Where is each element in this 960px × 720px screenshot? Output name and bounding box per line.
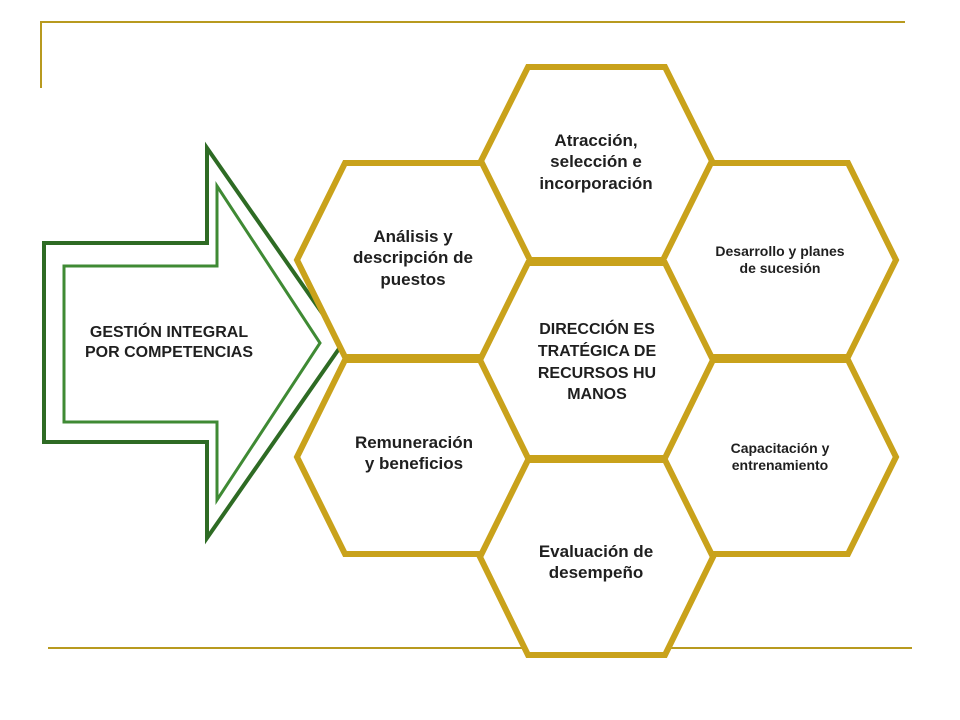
hex-lower-right-label: Capacitación y entrenamiento [730,439,830,474]
hex-top-label: Atracción, selección e incorporación [539,131,653,193]
hex-center-label: DIRECCIÓN ESTRATÉGICA DE RECURSOS HUMANO… [537,321,657,404]
hex-center [476,260,717,461]
hex-upper-left-label: Análisis y descripción de puestos [353,227,473,289]
hex-lower-left-label: Remuneración y beneficios [354,432,474,473]
hex-bottom-label: Evaluación de desempeño [538,541,654,582]
arrow-inner-shape [62,180,322,506]
arrow-outer-shape [42,141,346,545]
arrow-label: GESTIÓN INTEGRAL POR COMPETENCIAS [84,324,253,361]
hex-upper-right-label: Desarrollo y planes de sucesión [715,242,845,277]
